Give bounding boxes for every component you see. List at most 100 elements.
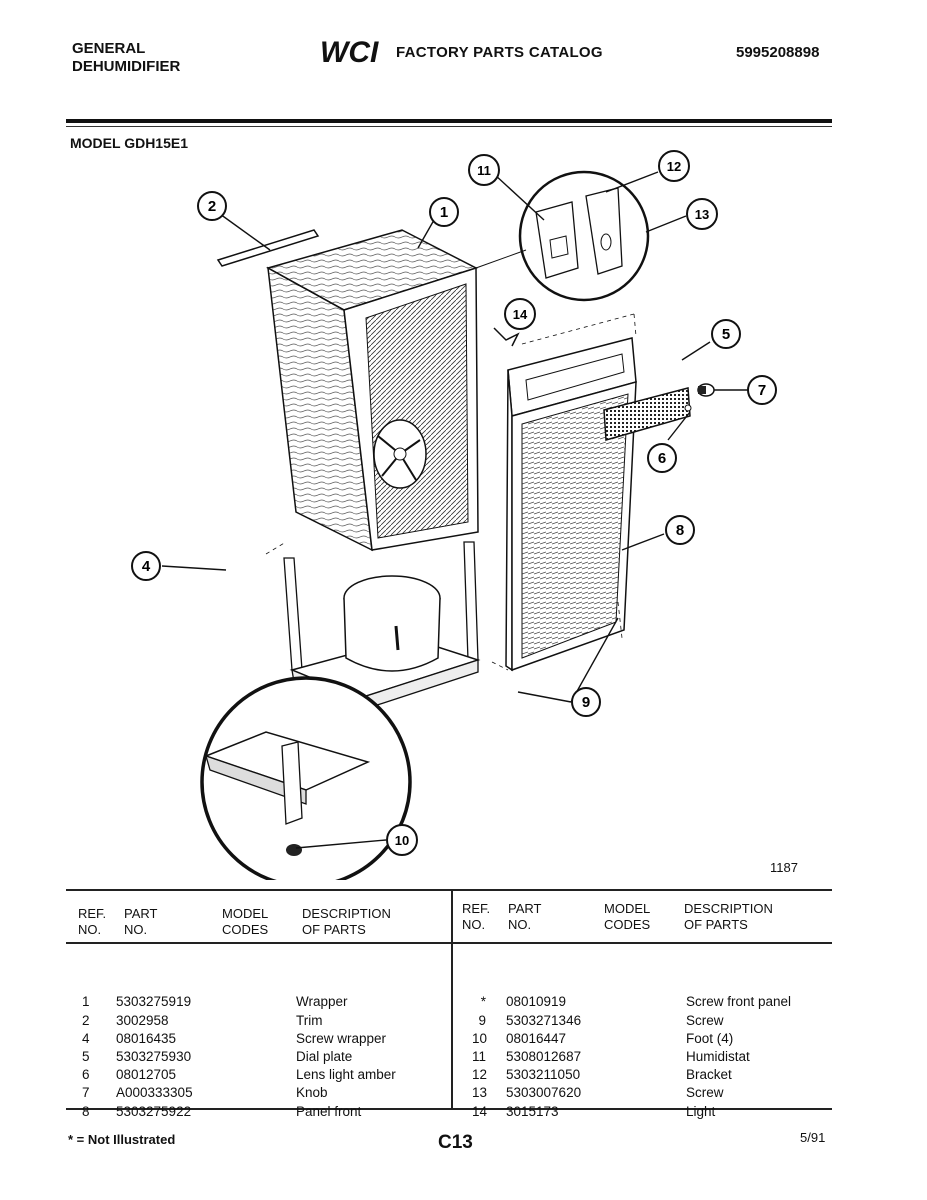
brand-block: GENERAL DEHUMIDIFIER [72, 40, 180, 76]
table-row: Wrapper [296, 994, 348, 1010]
callout-12: 12 [658, 150, 690, 182]
svg-text:13: 13 [695, 207, 709, 222]
catalog-number: 5995208898 [736, 44, 820, 61]
table-row: 10 [472, 1030, 488, 1046]
callout-5: 5 [711, 319, 741, 349]
table-row: 13 [472, 1085, 488, 1101]
wrapper-cabinet [266, 229, 479, 552]
diagram-code: 1187 [770, 860, 798, 875]
table-row: Dial plate [296, 1049, 353, 1065]
callout-14: 14 [504, 298, 536, 330]
header-rule-thin [66, 126, 832, 127]
table-row: Light [686, 1103, 716, 1119]
table-row: Screw [686, 1085, 724, 1101]
callout-6: 6 [647, 443, 677, 473]
table-row: Screw [686, 1012, 724, 1028]
table-row: 6 [82, 1067, 90, 1083]
header-rule [66, 119, 832, 123]
table-row: 5303007620 [506, 1085, 582, 1101]
svg-text:7: 7 [758, 382, 766, 399]
svg-text:1: 1 [440, 204, 448, 221]
callout-2: 2 [197, 191, 227, 221]
callout-9: 9 [571, 687, 601, 717]
lens-light [684, 404, 692, 412]
table-row: 5303275930 [116, 1049, 192, 1065]
svg-text:6: 6 [658, 450, 666, 467]
callout-1: 1 [429, 197, 459, 227]
table-header-rule [66, 942, 832, 944]
table-bottom-rule [66, 1108, 832, 1110]
callout-11: 11 [468, 154, 500, 186]
table-row: * [480, 994, 486, 1010]
table-row: Lens light amber [296, 1067, 396, 1083]
leader-lines [161, 171, 748, 849]
left-part-column: 5303275919 3002958 08016435 5303275930 08012… [116, 957, 193, 1139]
svg-text:5: 5 [722, 326, 730, 343]
table-row: 3002958 [116, 1012, 169, 1028]
foot-detail [200, 676, 412, 880]
table-row: 08010919 [506, 994, 567, 1010]
table-row: Bracket [686, 1067, 732, 1083]
left-ref-column: 1 2 4 5 6 7 8 [82, 957, 90, 1139]
table-row: 5303275919 [116, 994, 192, 1010]
table-row: 08012705 [116, 1067, 177, 1083]
page-number: C13 [438, 1132, 473, 1153]
right-part-column: 08010919 5303271346 08016447 5308012687 5303… [506, 957, 581, 1139]
knob [697, 383, 715, 397]
table-row: Panel front [296, 1103, 362, 1119]
fan [373, 419, 427, 489]
table-row: 5303271346 [506, 1012, 582, 1028]
svg-text:9: 9 [582, 694, 590, 711]
callout-13: 13 [686, 198, 718, 230]
table-row: 5303211050 [506, 1067, 581, 1083]
table-row: 11 [472, 1049, 487, 1065]
assembly-lines [265, 313, 637, 671]
table-row: Knob [296, 1085, 328, 1101]
table-row: Trim [296, 1012, 323, 1028]
table-row: A000333305 [116, 1085, 193, 1101]
table-row: 4 [82, 1030, 90, 1046]
callout-7: 7 [747, 375, 777, 405]
table-row: Screw wrapper [296, 1030, 387, 1046]
svg-text:4: 4 [142, 558, 151, 575]
table-row: 8 [82, 1103, 90, 1119]
humidistat-detail [475, 170, 650, 302]
svg-text:10: 10 [395, 833, 409, 848]
header-ref-right: REF.NO. [462, 901, 491, 932]
brand-line-2: DEHUMIDIFIER [72, 58, 181, 75]
wci-logo: WCI [320, 36, 379, 68]
table-row: 3015173 [506, 1103, 559, 1119]
table-row: 14 [472, 1103, 488, 1119]
model-number: MODEL GDH15E1 [70, 135, 188, 151]
table-row: 08016435 [116, 1030, 177, 1046]
light-part [493, 327, 520, 347]
front-panel [505, 337, 691, 672]
table-row: 5308012687 [506, 1049, 582, 1065]
callouts: 1 2 4 5 6 7 8 9 10 11 12 13 14 [131, 150, 777, 856]
table-row: Foot (4) [686, 1030, 734, 1046]
catalog-title: FACTORY PARTS CATALOG [396, 44, 603, 61]
table-row: 5303275922 [116, 1103, 192, 1119]
table-row: Screw front panel [686, 994, 792, 1010]
svg-text:2: 2 [208, 198, 216, 215]
brand-line-1: GENERAL [72, 40, 146, 57]
table-row: 12 [472, 1067, 488, 1083]
table-row: 7 [82, 1085, 90, 1101]
table-row: 08016447 [506, 1030, 567, 1046]
header-ref: REF.NO. [78, 906, 107, 937]
logo-text: WCI [320, 36, 379, 68]
table-row: 1 [82, 994, 90, 1010]
dial-plate [603, 387, 691, 441]
callout-4: 4 [131, 551, 161, 581]
table-row: 5 [82, 1049, 90, 1065]
svg-text:14: 14 [513, 307, 528, 322]
table-row: Humidistat [686, 1049, 750, 1065]
table-row: 2 [82, 1012, 90, 1028]
